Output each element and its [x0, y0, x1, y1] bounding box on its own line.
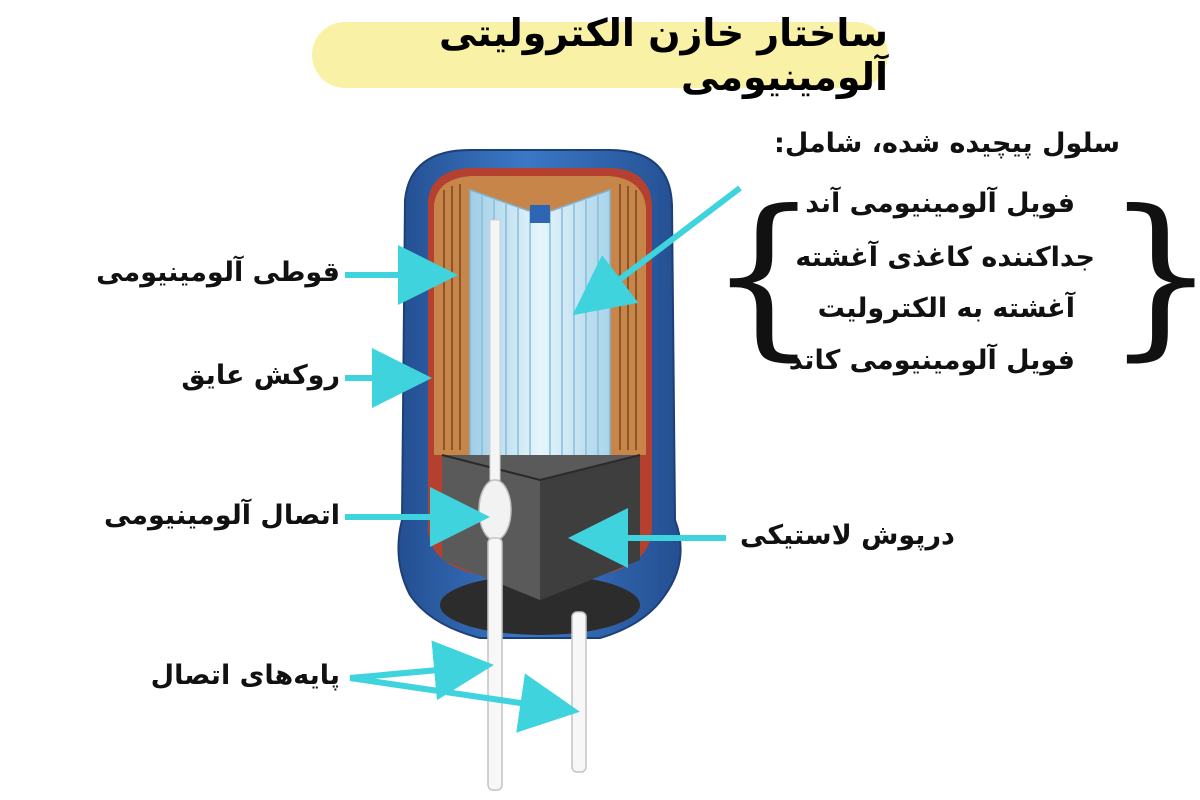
tab-rod [489, 219, 501, 481]
label-seal: درپوش لاستیکی [740, 520, 955, 551]
label-cell-heading: سلول پیچیده شده، شامل: [774, 128, 1120, 159]
arrow-lead-left [349, 640, 494, 701]
right-brace: } [1105, 188, 1200, 363]
label-can: قوطی آلومینیومی [96, 257, 340, 288]
cell-item-anode-foil: فویل آلومینیومی آند [805, 188, 1075, 219]
cell-item-electrolyte: آغشته به الکترولیت [817, 293, 1075, 324]
rubber-seal-top [441, 454, 641, 482]
arrow-cell [572, 185, 742, 316]
title-banner: ساختار خازن الکترولیتی آلومینیومی [312, 11, 888, 99]
lead-right [571, 611, 587, 773]
label-sleeve: روکش عایق [181, 360, 340, 391]
lead-left [487, 537, 503, 791]
page-title: ساختار خازن الکترولیتی آلومینیومی [438, 11, 888, 99]
cell-core [530, 205, 550, 223]
tab-joint [478, 479, 512, 541]
left-brace: { [708, 174, 820, 377]
can-fins [443, 184, 637, 450]
cell-item-paper-separator: جداکننده کاغذی آغشته [795, 242, 1095, 273]
label-tab: اتصال آلومینیومی [103, 500, 340, 531]
arrow-lead-right [349, 673, 580, 733]
label-leads: پایه‌های اتصال [150, 660, 340, 691]
cell-item-cathode-foil: فویل آلومینیومی کاتد [788, 345, 1075, 376]
pointer-arrows [345, 185, 742, 733]
